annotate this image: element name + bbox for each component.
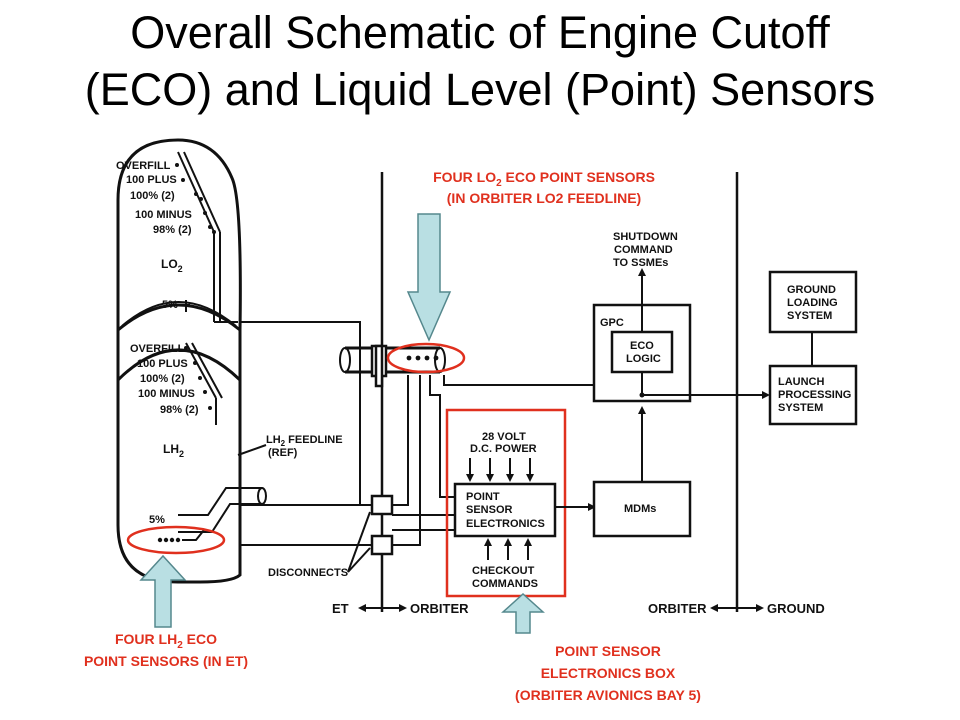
title-line-1: Overall Schematic of Engine Cutoff [130,7,830,58]
et-orbiter-boundary [358,604,407,612]
ground-loading-label: LOADING [787,297,838,309]
et-label: ET [332,601,349,616]
lh2-level: 100 PLUS [137,358,188,370]
checkout-label: COMMANDS [472,578,538,590]
lh2-tank-name: LH2 [163,442,184,459]
disconnect-block [370,494,394,516]
ground-label: GROUND [767,601,825,616]
lh2-eco-sensor-dots [157,537,181,543]
pse-label: SENSOR [466,504,513,516]
ground-loading-label: GROUND [787,284,836,296]
mdms-box [592,480,692,538]
box-callout-arrow [501,592,545,634]
lh2-feedline-label: LH2 FEEDLINE [266,434,343,448]
lo2-low-level: 5% [162,299,178,311]
power-label: D.C. POWER [470,443,537,455]
intertank-dome [117,303,241,332]
lo2-callout-line2: (IN ORBITER LO2 FEEDLINE) [447,190,641,206]
lh2-probe [185,342,223,425]
ground-loading-label: SYSTEM [787,310,832,322]
lh2-low-level: 5% [149,514,165,526]
lo2-level-labels: OVERFILL 100 PLUS 100% (2) 100 MINUS 98%… [116,160,192,236]
title-line-2: (ECO) and Liquid Level (Point) Sensors [84,64,876,115]
eco-logic-label: LOGIC [626,353,661,365]
eco-logic-label: ECO [630,340,654,352]
lo2-probe [177,151,238,323]
launch-processing-label: SYSTEM [778,402,823,414]
lo2-callout-arrow [406,213,452,342]
power-arrows [466,458,534,482]
box-callout-line1: POINT SENSOR [555,643,661,659]
lo2-level: 100 MINUS [135,209,192,221]
eco-logic-box [610,330,674,374]
shutdown-label: SHUTDOWN [613,231,678,243]
launch-processing-system-box [768,364,858,426]
launch-processing-label: LAUNCH [778,376,824,388]
tank-wiring [240,321,600,556]
orbiter-ground-boundary [710,604,764,612]
lo2-level-dots [175,163,216,234]
lh2-level: OVERFILL [130,343,185,355]
shutdown-label: COMMAND [614,244,673,256]
box-callout-line2: ELECTRONICS BOX [541,665,676,681]
launch-processing-label: PROCESSING [778,389,851,401]
checkout-label: CHECKOUT [472,565,535,577]
disconnect-block [370,534,394,556]
lh2-feedline-ref: (REF) [268,447,298,459]
lh2-level-labels: OVERFILL 100 PLUS 100% (2) 100 MINUS 98%… [130,343,199,416]
disconnects-label: DISCONNECTS [268,567,348,579]
lh2-level-dots [184,346,212,410]
lo2-callout-line1: FOUR LO2 ECO POINT SENSORS [433,169,655,189]
pse-label: POINT [466,491,500,503]
point-sensor-electronics [453,482,557,538]
mdms-label: MDMs [624,503,656,515]
power-label: 28 VOLT [482,431,526,443]
lh2-callout-arrow [139,554,187,628]
orbiter-label-left: ORBITER [410,601,469,616]
orbiter-label-right: ORBITER [648,601,707,616]
lh2-sensor-tube [178,487,262,533]
lo2-level: 100 PLUS [126,174,177,186]
lo2-level: OVERFILL [116,160,171,172]
lh2-level: 100% (2) [140,373,185,385]
checkout-arrows [484,538,532,560]
point-sensor-electronics-box-highlight [445,408,567,598]
gpc-label: GPC [600,317,624,329]
lh2-sensor-highlight [126,525,226,555]
lo2-sensor-highlight [386,342,466,374]
lo2-level: 98% (2) [153,224,192,236]
pse-label: ELECTRONICS [466,518,545,530]
lh2-callout-line1: FOUR LH2 ECO [115,631,217,651]
lh2-top-dome [116,348,242,382]
external-tank: OVERFILL 100 PLUS 100% (2) 100 MINUS 98%… [116,138,267,584]
ground-loading-system-box [768,270,858,334]
lh2-callout-line2: POINT SENSORS (IN ET) [84,653,248,669]
lh2-level: 100 MINUS [138,388,195,400]
lo2-tank-name: LO2 [161,257,183,274]
lo2-level: 100% (2) [130,190,175,202]
box-callout-line3: (ORBITER AVIONICS BAY 5) [515,687,701,703]
slide-title: Overall Schematic of Engine Cutoff (ECO)… [0,4,960,118]
lh2-level: 98% (2) [160,404,199,416]
lo2-feedline-pipe [339,342,466,388]
lo2-bottom-dome [121,301,237,327]
shutdown-label: TO SSMEs [613,257,668,269]
